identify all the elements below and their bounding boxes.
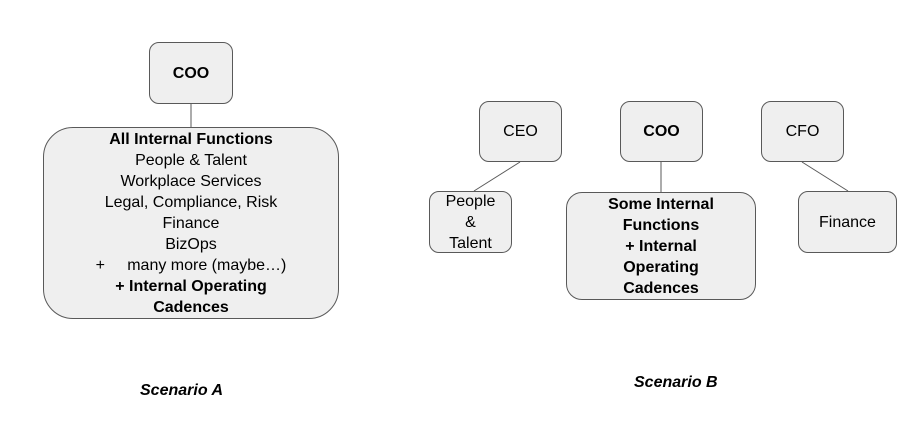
cfo-label: CFO [785, 123, 820, 140]
scenario-b-coo-label: COO [643, 123, 680, 140]
function-item: BizOps [165, 235, 217, 253]
people-talent-line1: People [445, 192, 496, 210]
function-more: + many more (maybe…) [95, 256, 287, 274]
scenario-b-caption: Scenario B [634, 374, 718, 391]
operating-cadences-line1: + Internal Operating [115, 277, 267, 295]
function-item: People & Talent [135, 151, 247, 169]
functions-title: All Internal Functions [109, 130, 273, 148]
people-talent-box: People & Talent [429, 191, 512, 253]
function-item: Legal, Compliance, Risk [104, 193, 278, 211]
scenario-b-coo-box: COO [620, 101, 703, 162]
some-internal-functions-box: Some Internal Functions + Internal Opera… [566, 192, 756, 300]
scenario-a-coo-box: COO [149, 42, 233, 104]
some-functions-line: Functions [622, 216, 700, 234]
connector-cfo-finance [801, 161, 849, 192]
scenario-a-functions-box: All Internal Functions People & Talent W… [43, 127, 339, 319]
scenario-b-cfo-box: CFO [761, 101, 844, 162]
ceo-label: CEO [503, 123, 538, 140]
people-talent-line3: Talent [449, 234, 492, 252]
some-functions-line: + Internal [625, 237, 697, 255]
connector-ceo-people [473, 161, 521, 192]
some-functions-line: Cadences [623, 279, 699, 297]
people-talent-line2: & [465, 213, 476, 231]
operating-cadences-line2: Cadences [153, 298, 229, 316]
some-functions-line: Some Internal [608, 195, 714, 213]
function-item: Workplace Services [120, 172, 262, 190]
scenario-b-ceo-box: CEO [479, 101, 562, 162]
finance-box: Finance [798, 191, 897, 253]
finance-label: Finance [819, 213, 876, 231]
scenario-a-caption: Scenario A [140, 382, 223, 399]
scenario-a-coo-label: COO [172, 64, 210, 82]
function-item: Finance [162, 214, 220, 232]
some-functions-line: Operating [623, 258, 699, 276]
